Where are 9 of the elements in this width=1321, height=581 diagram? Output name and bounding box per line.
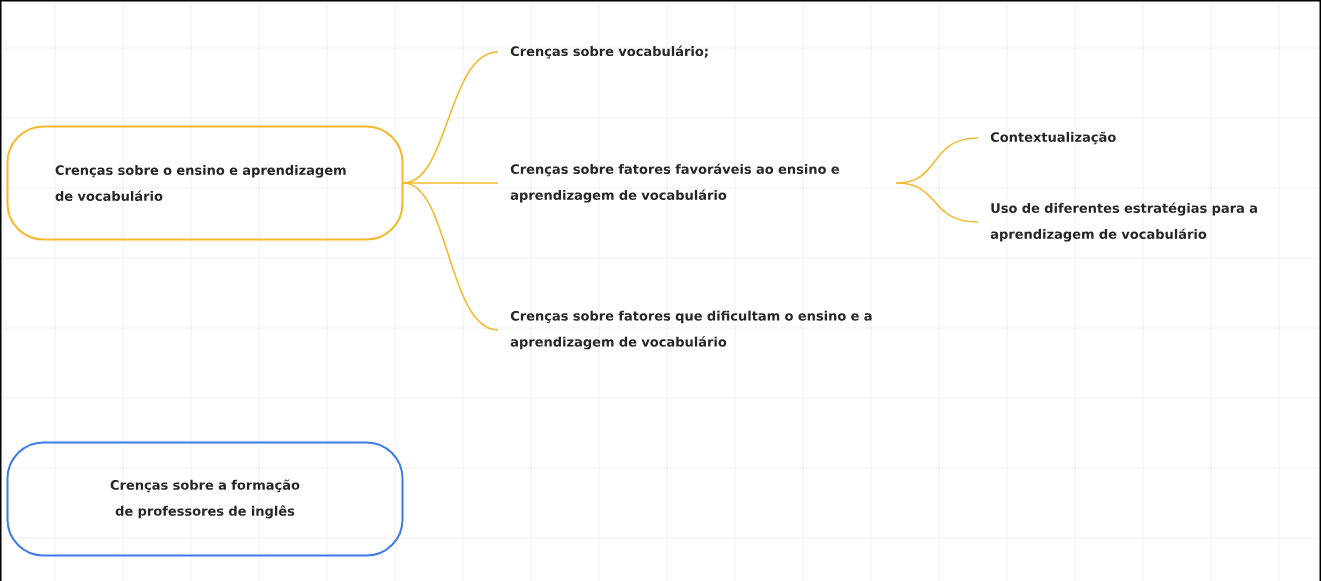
topic-text: Crenças sobre fatores favoráveis ao ensino e aprendizagem de vocabulário bbox=[510, 163, 839, 203]
topic-text: Crenças sobre vocabulário; bbox=[510, 45, 708, 59]
rounded-box: Crenças sobre o ensino e aprendizagem de vocabulário bbox=[6, 125, 404, 241]
topic-text: Crenças sobre fatores que dificultam o ensino e a aprendizagem de vocabulário bbox=[510, 310, 872, 350]
topic-text: Contextualização bbox=[990, 131, 1116, 145]
topic-text: Uso de diferentes estratégias para a aprendizagem de vocabulário bbox=[990, 202, 1257, 242]
branch-line bbox=[402, 182, 499, 331]
branch-line bbox=[895, 182, 979, 223]
rounded-box: Crenças sobre a formação de professores de inglês bbox=[6, 441, 404, 557]
